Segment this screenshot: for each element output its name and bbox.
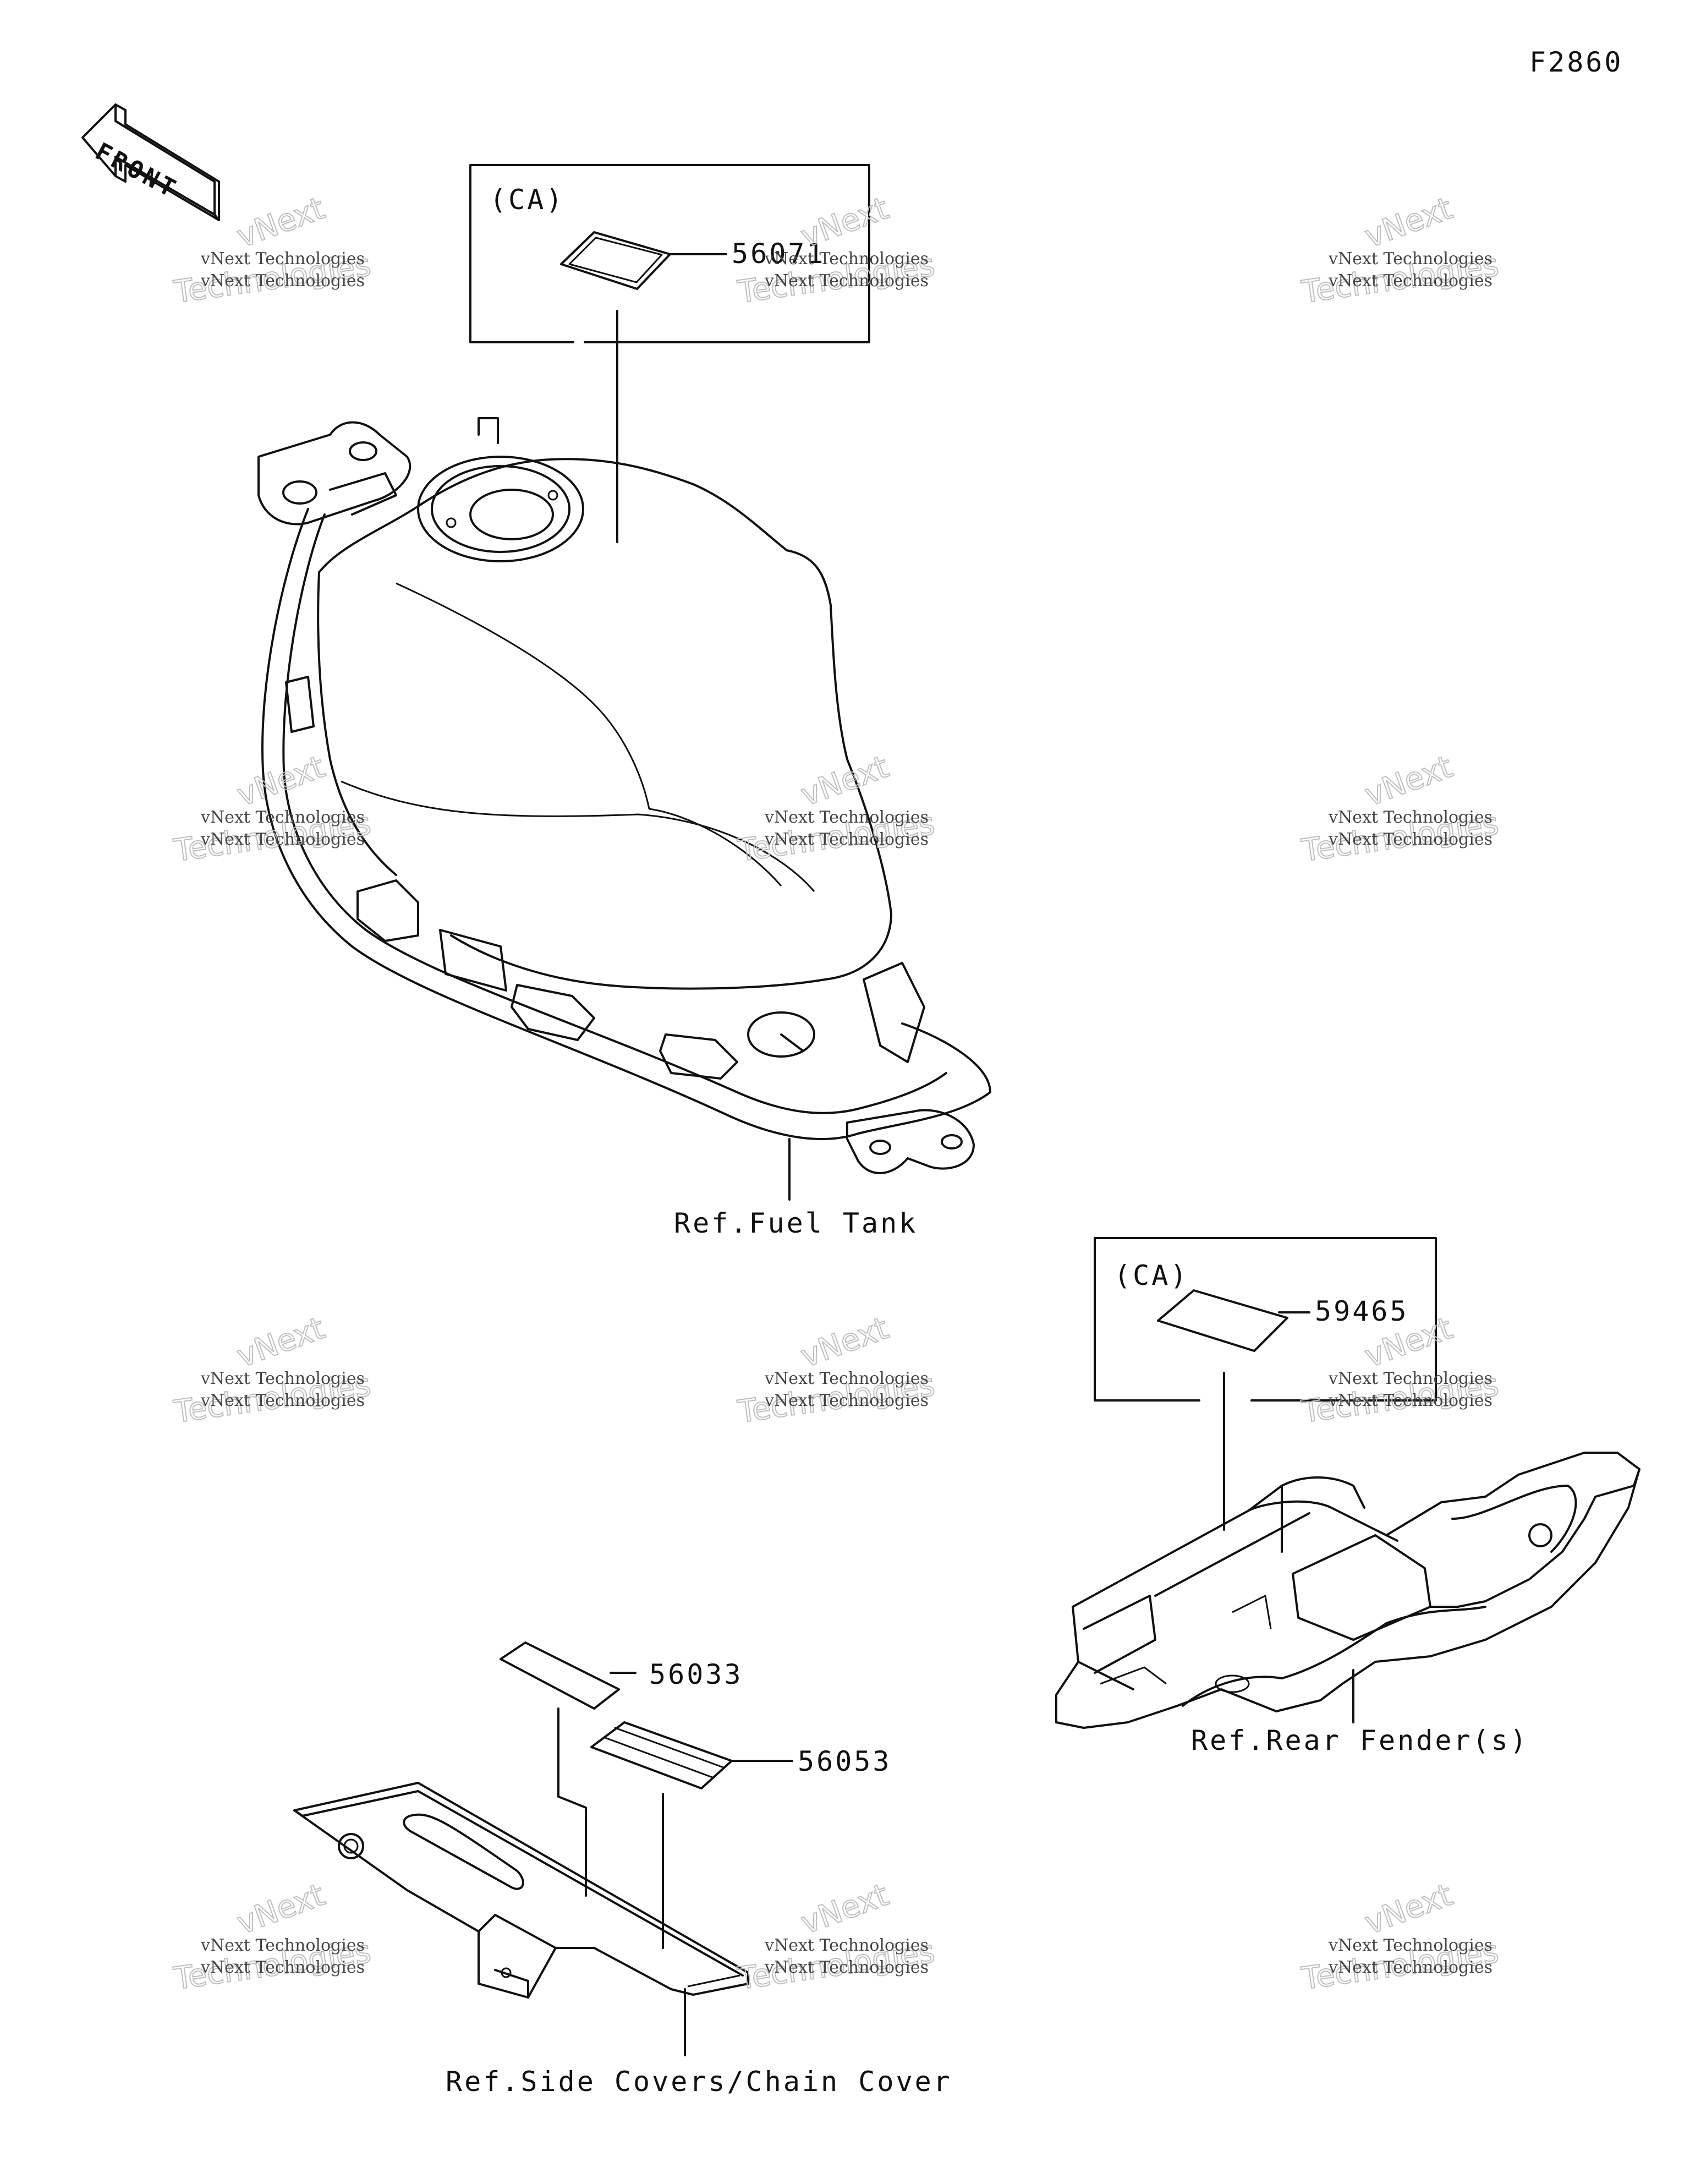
figure-code: F2860 [1529,46,1623,78]
callout-box-56071: (CA) 56071 [469,164,870,343]
decal-59465 [1157,1289,1288,1352]
watermark-text: vNext Technologies [764,1936,929,1955]
watermark-vnext: vNext [233,1310,330,1375]
watermark-vnext: vNext [797,190,893,255]
watermark-vnext: vNext [797,749,893,813]
watermark-text-2: vNext Technologies [200,830,365,849]
watermark-text-2: vNext Technologies [200,1958,365,1977]
decal-56053 [590,1721,733,1789]
watermark-text-2: vNext Technologies [764,830,929,849]
ref-fuel-tank-label: Ref.Fuel Tank [674,1207,918,1239]
ca-label-right: (CA) [1114,1260,1189,1291]
watermark-text-2: vNext Technologies [1328,1391,1493,1410]
leader-56033-b [557,1796,587,1897]
watermark-vnext: vNext [233,190,330,255]
watermark-text: vNext Technologies [764,1369,929,1388]
watermark-text-2: vNext Technologies [1328,1958,1493,1977]
ref-rear-fender-label: Ref.Rear Fender(s) [1191,1725,1529,1756]
chain-cover [293,1782,749,1999]
watermark-text-2: vNext Technologies [764,1958,929,1977]
watermark-text: vNext Technologies [200,808,365,827]
fuel-tank [257,417,991,1174]
watermark-text: vNext Technologies [200,249,365,269]
watermark-vnext: vNext [233,749,330,813]
rear-fender [1055,1452,1640,1729]
front-arrow-icon: FRONT [81,103,220,221]
watermark-text-2: vNext Technologies [764,1391,929,1410]
watermark-text-2: vNext Technologies [764,271,929,291]
part-number-56071: 56071 [732,238,826,270]
part-number-56033: 56033 [649,1658,743,1690]
watermark-vnext: vNext [797,1310,893,1375]
watermark-vnext: vNext [797,1877,893,1941]
watermark-text: vNext Technologies [200,1369,365,1388]
watermark-text-2: vNext Technologies [1328,271,1493,291]
part-number-56053: 56053 [798,1745,892,1777]
watermark-text: vNext Technologies [764,808,929,827]
ca-label-top: (CA) [490,184,564,216]
watermark-vnext: vNext [233,1877,330,1941]
watermark-vnext: vNext [1360,1877,1457,1941]
part-number-59465: 59465 [1315,1295,1409,1327]
callout-box-59465: (CA) 59465 [1094,1237,1437,1402]
watermark-text-2: vNext Technologies [1328,830,1493,849]
watermark-text: vNext Technologies [764,249,929,269]
watermark-text-2: vNext Technologies [200,1391,365,1410]
decal-56071 [560,231,671,290]
watermark-vnext: vNext [1360,749,1457,813]
watermark-text-2: vNext Technologies [200,271,365,291]
watermark-text: vNext Technologies [1328,249,1493,269]
ref-side-covers-label: Ref.Side Covers/Chain Cover [446,2066,952,2098]
watermark-text: vNext Technologies [1328,1369,1493,1388]
watermark-text: vNext Technologies [1328,808,1493,827]
watermark-text: vNext Technologies [200,1936,365,1955]
watermark-vnext: vNext [1360,190,1457,255]
decal-56033 [500,1641,620,1710]
watermark-text: vNext Technologies [1328,1936,1493,1955]
